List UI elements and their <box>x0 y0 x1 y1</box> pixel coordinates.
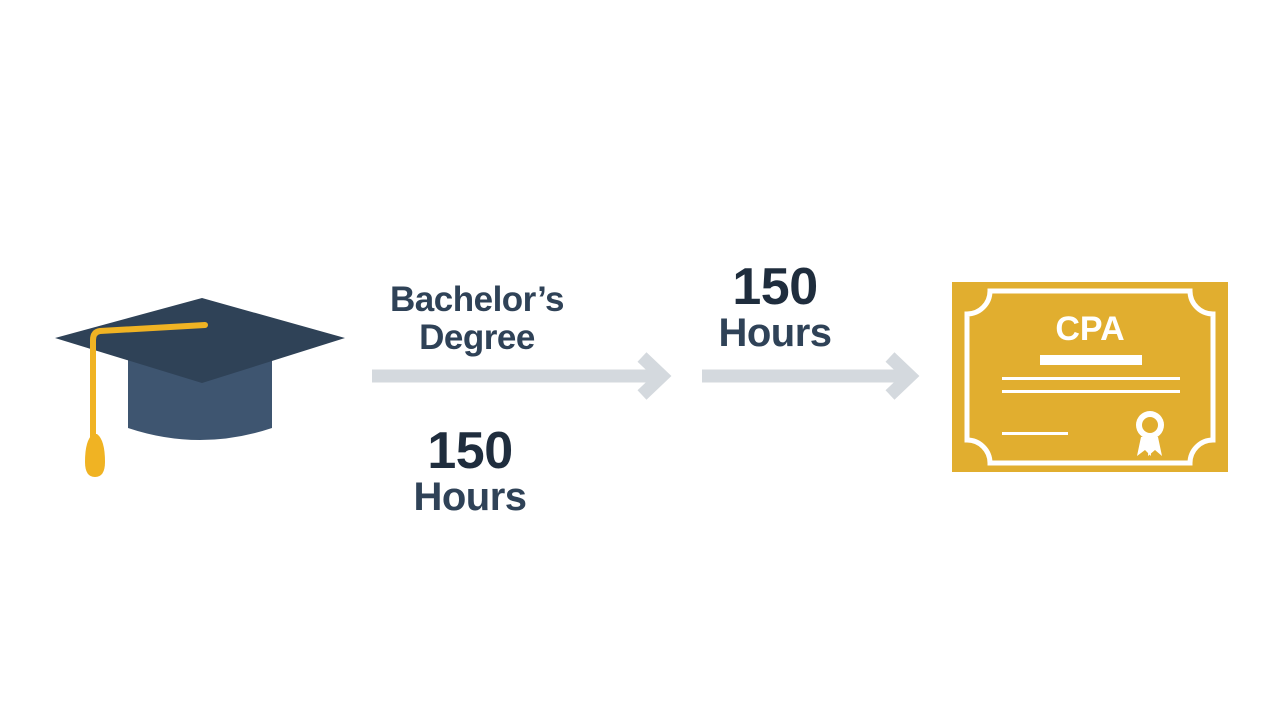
cpa-certificate-icon: CPA <box>952 282 1228 472</box>
certificate-underline <box>1040 355 1142 365</box>
cap-base <box>128 356 272 440</box>
bachelors-label-line-2: Degree <box>419 318 535 357</box>
hours-label-above: 150 Hours <box>700 258 850 355</box>
certificate-text-line <box>1002 377 1180 380</box>
hours-unit: Hours <box>718 311 832 355</box>
tassel-cord <box>90 322 208 441</box>
hours-number: 150 <box>427 422 513 480</box>
seal-icon <box>1136 411 1164 456</box>
cap-board <box>55 298 345 383</box>
right-arrow-icon <box>702 352 920 400</box>
certificate-text-line <box>1002 390 1180 393</box>
certificate-border <box>964 288 1216 466</box>
bachelors-degree-label: Bachelor’s Degree <box>372 281 582 357</box>
bachelors-label-line-1: Bachelor’s <box>390 280 564 319</box>
signature-line <box>1002 432 1068 435</box>
hours-unit: Hours <box>413 475 527 519</box>
certificate-title: CPA <box>1055 310 1124 348</box>
hours-label-below: 150 Hours <box>400 422 540 519</box>
right-arrow-icon <box>372 352 672 400</box>
hours-number: 150 <box>732 258 818 316</box>
tassel-end <box>85 434 105 477</box>
graduation-cap-icon <box>55 298 345 477</box>
